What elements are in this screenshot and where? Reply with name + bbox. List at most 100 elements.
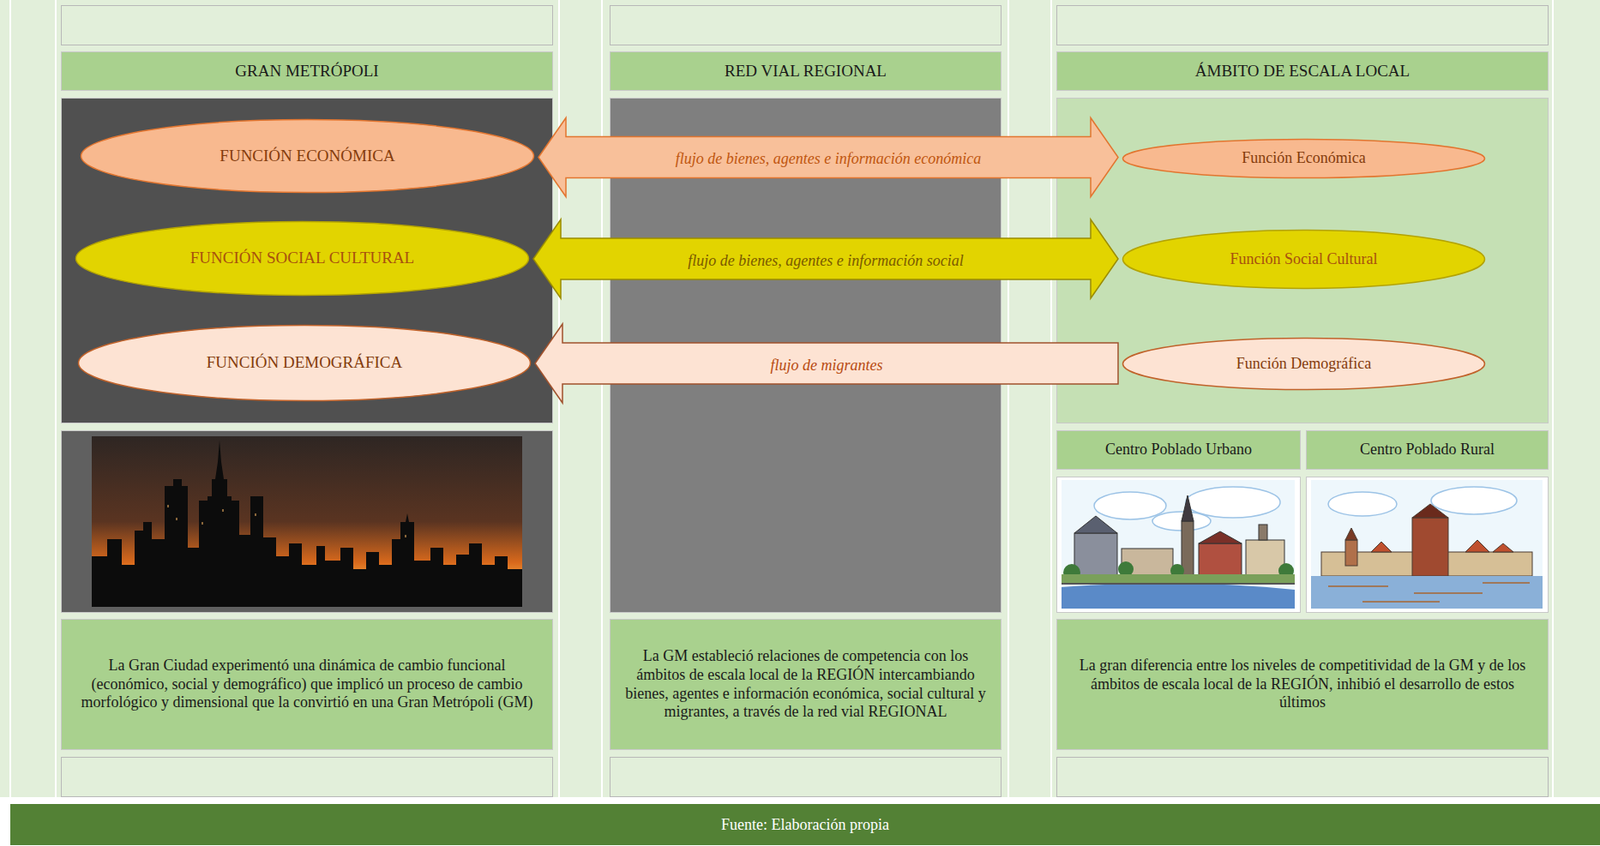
- skyline-photo: [91, 440, 523, 608]
- flow-label: flujo de bienes, agentes e información e…: [675, 150, 981, 169]
- function-ellipse: Función Económica: [1121, 138, 1486, 180]
- node-text: Centro Poblado Rural: [1359, 440, 1495, 460]
- node-text: GRAN METRÓPOLI: [234, 61, 379, 82]
- node-text: RED VIAL REGIONAL: [724, 61, 887, 82]
- function-ellipse: Función Demográfica: [1121, 336, 1486, 391]
- flow-arrow: [533, 219, 1119, 299]
- skyline-photo: [91, 436, 523, 608]
- village-illustration: [1321, 504, 1533, 577]
- town-illustration: [1061, 583, 1295, 609]
- skyline-photo: [254, 513, 257, 517]
- function-ellipse: FUNCIÓN DEMOGRÁFICA: [77, 324, 532, 403]
- empty-cell: [610, 757, 1002, 798]
- flow-arrow: [538, 118, 1119, 198]
- node-text: Función Económica: [1241, 149, 1366, 169]
- village-illustration: [1482, 582, 1530, 584]
- ellipse-outline: [81, 120, 535, 193]
- village-illustration: [1328, 585, 1389, 588]
- function-ellipse: FUNCIÓN ECONÓMICA: [79, 118, 536, 194]
- node-text: La gran diferencia entre los niveles de …: [1070, 656, 1534, 713]
- page-ground: [9, 0, 12, 798]
- header-band: GRAN METRÓPOLI: [60, 51, 554, 91]
- page-ground: [0, 797, 1600, 846]
- village-illustration: [1328, 583, 1530, 602]
- flow-label: flujo de bienes, agentes e información s…: [687, 252, 963, 271]
- village-illustration: [1311, 576, 1543, 609]
- panel: [61, 98, 554, 424]
- town-illustration: [1074, 533, 1118, 577]
- town-illustration: [1198, 531, 1242, 544]
- village-illustration: [1328, 492, 1397, 517]
- village-illustration: [1345, 540, 1358, 566]
- empty-cell: [1057, 757, 1549, 798]
- header-band: ÁMBITO DE ESCALA LOCAL: [1056, 51, 1549, 91]
- village-illustration: [1492, 543, 1514, 553]
- footer-band: [10, 804, 1600, 846]
- town-illustration: [1185, 487, 1281, 518]
- panel: [1306, 477, 1549, 614]
- node-text: La GM estableció relaciones de competenc…: [624, 647, 987, 722]
- village-illustration: [1412, 517, 1449, 577]
- flow-arrow: [535, 324, 1119, 404]
- ellipse-outline: [1123, 230, 1486, 289]
- node-text: FUNCIÓN ECONÓMICA: [219, 146, 395, 167]
- page-ground: [1007, 0, 1010, 798]
- page-ground: [1551, 0, 1554, 798]
- page-ground: [10, 0, 1553, 798]
- town-illustration: [1074, 495, 1285, 577]
- town-illustration: [1198, 543, 1242, 577]
- panel: [1057, 477, 1301, 614]
- town-illustration: [1061, 574, 1295, 585]
- node-text: ÁMBITO DE ESCALA LOCAL: [1195, 61, 1410, 82]
- ellipse-outline: [1123, 338, 1486, 391]
- skyline-photo: [222, 509, 224, 512]
- town-illustration: [1061, 480, 1295, 609]
- panel: [61, 431, 554, 614]
- panel: [1057, 98, 1549, 424]
- subheader-band: Centro Poblado Urbano: [1056, 430, 1301, 470]
- function-ellipse: FUNCIÓN SOCIAL CULTURAL: [74, 220, 530, 297]
- town-illustration: [1074, 516, 1118, 534]
- node-text: FUNCIÓN SOCIAL CULTURAL: [190, 248, 415, 269]
- subheader-band: Centro Poblado Rural: [1305, 430, 1549, 470]
- town-illustration: [1181, 495, 1194, 522]
- page-ground: [54, 0, 57, 798]
- note-box: La Gran Ciudad experimentó una dinámica …: [60, 619, 554, 751]
- village-illustration: [1371, 541, 1392, 553]
- skyline-photo: [175, 517, 178, 521]
- town-illustration: [1061, 480, 1295, 609]
- empty-cell: [610, 6, 1002, 46]
- village-illustration: [1413, 592, 1483, 595]
- ellipse-outline: [78, 325, 531, 402]
- node-text: FUNCIÓN DEMOGRÁFICA: [206, 353, 404, 373]
- page-ground: [601, 0, 603, 798]
- flow-label: flujo de migrantes: [770, 356, 884, 375]
- note-box: La GM estableció relaciones de competenc…: [609, 619, 1002, 751]
- skyline-photo: [91, 436, 523, 608]
- empty-cell: [1057, 6, 1549, 46]
- node-text: Función Demográfica: [1236, 354, 1372, 374]
- node-text: Función Social Cultural: [1230, 250, 1378, 270]
- village-illustration: [1412, 504, 1449, 518]
- note-box: La gran diferencia entre los niveles de …: [1056, 619, 1549, 751]
- village-illustration: [1431, 487, 1517, 515]
- node-text: La Gran Ciudad experimentó una dinámica …: [75, 656, 539, 713]
- empty-cell: [61, 757, 554, 798]
- ellipse-outline: [1123, 139, 1486, 179]
- skyline-photo: [167, 505, 407, 538]
- skyline-photo: [167, 505, 169, 508]
- empty-cell: [61, 6, 554, 46]
- skyline-photo: [404, 535, 407, 538]
- town-illustration: [1258, 524, 1268, 541]
- village-illustration: [1362, 601, 1440, 603]
- function-ellipse: Función Social Cultural: [1121, 228, 1486, 290]
- skyline-photo: [201, 522, 204, 525]
- page-ground: [1050, 0, 1053, 798]
- village-illustration: [1311, 480, 1543, 609]
- town-illustration: [1061, 583, 1295, 585]
- header-band: RED VIAL REGIONAL: [609, 51, 1002, 91]
- village-illustration: [1345, 528, 1358, 541]
- town-illustration: [1094, 492, 1167, 520]
